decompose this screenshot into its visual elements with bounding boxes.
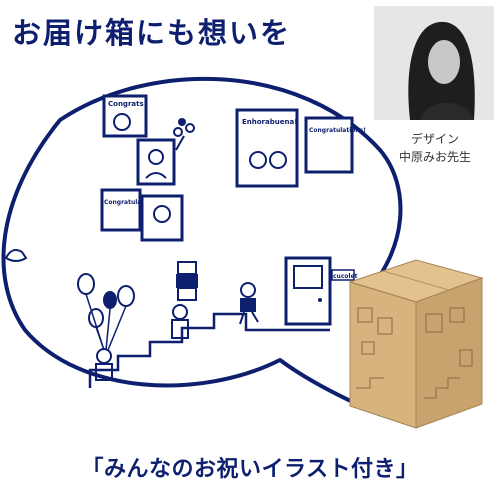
- child-with-balloons: [95, 348, 113, 381]
- staircase: [88, 312, 330, 388]
- picture-frame-person: [136, 138, 176, 186]
- footer-caption: 「みんなのお祝いイラスト付き」: [81, 457, 419, 482]
- card-text-congratulations-left: Congratulations!: [104, 199, 161, 206]
- designer-photo: [374, 6, 494, 120]
- designer-role: デザイン: [410, 132, 459, 146]
- picture-frame-congrats: Congrats!: [102, 94, 148, 138]
- picture-frame-enhorabuena: Enhorabuena!: [235, 108, 299, 188]
- card-text-enhorabuena: Enhorabuena!: [242, 118, 297, 126]
- flower-bouquet-icon: [173, 118, 195, 151]
- cardboard-box: [340, 258, 490, 430]
- shop-sign-text: cucolet: [333, 273, 358, 280]
- picture-frame-congratulations-left: Congratulations!: [100, 188, 161, 232]
- card-text-congrats: Congrats!: [108, 100, 147, 108]
- bird-icon: [4, 249, 28, 262]
- child-carrying-gifts: [171, 261, 198, 339]
- picture-frame-congratulations-right: Congratulations!: [304, 116, 366, 174]
- balloons-icon: [77, 273, 135, 351]
- picture-frame-girl: [140, 194, 184, 242]
- front-door: [284, 256, 332, 326]
- child-walking: [239, 282, 259, 325]
- shop-sign: cucolet: [331, 269, 358, 281]
- designer-portrait-icon: [374, 6, 494, 120]
- card-text-congratulations-right: Congratulations!: [309, 127, 366, 134]
- designer-credit: デザイン 中原みお先生: [380, 130, 490, 166]
- cardboard-box-image: [348, 259, 484, 429]
- designer-name: 中原みお先生: [398, 150, 471, 164]
- page-title: お届け箱にも想いを: [12, 16, 292, 50]
